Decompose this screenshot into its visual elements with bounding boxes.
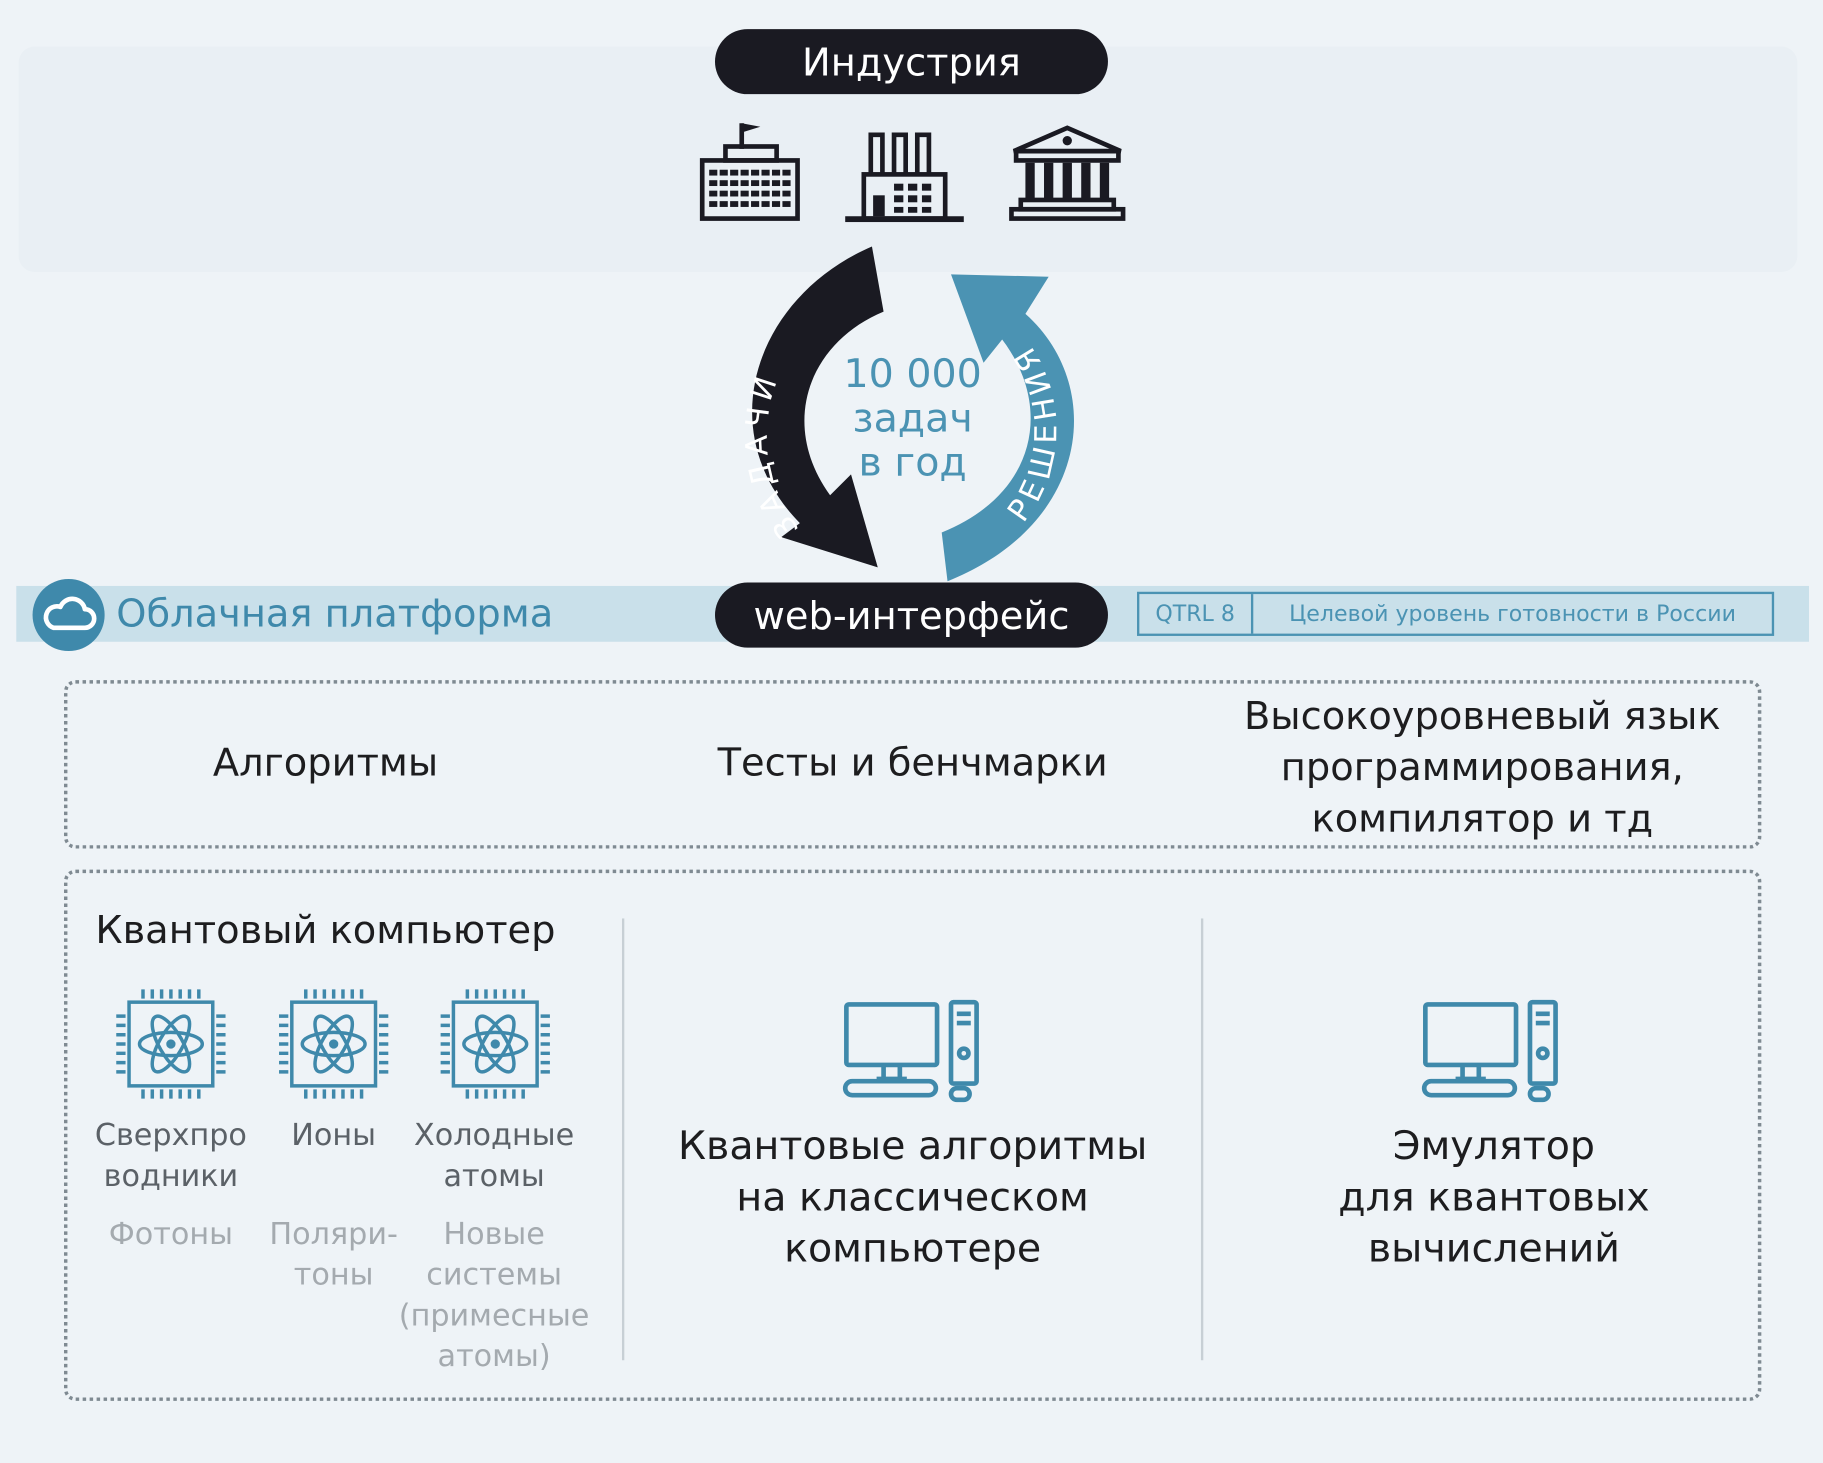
emulator-line: вычислений — [1367, 1225, 1620, 1272]
classical-line: на классическом — [736, 1174, 1089, 1221]
tech-photons: Фотоны — [84, 1215, 258, 1256]
qtrl-level: QTRL 8 — [1139, 594, 1254, 634]
tech-line: водники — [103, 1159, 239, 1194]
column-divider — [1200, 918, 1204, 1361]
tech-ions: Ионы — [258, 1116, 409, 1157]
classical-algorithms-label: Квантовые алгоритмы на классическом комп… — [651, 1121, 1174, 1274]
tasks-count-unit: задач — [852, 395, 973, 442]
tech-superconductors: Сверхпро водники — [84, 1116, 258, 1197]
hardware-layer — [63, 869, 1762, 1401]
emulator-line: Эмулятор — [1392, 1123, 1596, 1170]
tech-line: системы — [426, 1257, 562, 1293]
classical-line: компьютере — [784, 1225, 1042, 1272]
quantum-chip-icon — [116, 989, 226, 1099]
tech-new-systems: Новые системы (примесные атомы) — [389, 1215, 598, 1378]
emulator-label: Эмулятор для квантовых вычислений — [1232, 1121, 1755, 1274]
tech-line: Фотоны — [108, 1217, 234, 1253]
tech-cold-atoms: Холодные атомы — [401, 1116, 587, 1197]
tasks-per-year: 10 000 задач в год — [814, 352, 1012, 485]
qtrl-badge: QTRL 8 Целевой уровень готовности в Росс… — [1137, 591, 1775, 636]
language-line-1: Высокоуровневый язык — [1243, 692, 1721, 739]
column-divider — [621, 918, 625, 1361]
tech-polaritons: Поляри- тоны — [258, 1215, 409, 1296]
tech-line: атомы — [443, 1159, 545, 1194]
tasks-arrow — [752, 246, 884, 568]
tech-line: Холодные — [414, 1118, 575, 1154]
qtrl-description: Целевой уровень готовности в России — [1289, 601, 1736, 627]
tech-line: (примесные — [398, 1298, 590, 1334]
industry-title: Индустрия — [714, 29, 1108, 95]
language-line-2: программирования, — [1280, 744, 1684, 790]
web-interface-button[interactable]: web-интерфейс — [714, 582, 1108, 648]
tech-line: Поляри- — [269, 1217, 398, 1253]
desktop-computer-icon — [1421, 999, 1558, 1103]
tech-line: Ионы — [291, 1118, 377, 1154]
cycle-arrows: ЗАДАЧИ РЕШЕНИЯ — [740, 246, 1075, 582]
software-layer — [63, 680, 1762, 849]
classical-line: Квантовые алгоритмы — [677, 1123, 1148, 1170]
solutions-arrow — [941, 274, 1075, 582]
emulator-line: для квантовых — [1338, 1174, 1650, 1221]
tech-line: Сверхпро — [94, 1118, 247, 1154]
cloud-icon — [32, 578, 105, 652]
desktop-computer-icon — [842, 999, 979, 1103]
algorithms-label: Алгоритмы — [212, 739, 439, 785]
tech-line: Новые — [443, 1217, 545, 1253]
quantum-computer-title: Квантовый компьютер — [95, 906, 556, 953]
tasks-count-value: 10 000 — [843, 351, 982, 398]
tests-benchmarks-label: Тесты и бенчмарки — [717, 739, 1108, 785]
cloud-platform-label: Облачная платформа — [116, 590, 554, 636]
bank-icon — [1009, 125, 1126, 221]
quantum-chip-icon — [279, 989, 389, 1099]
quantum-chip-icon — [440, 989, 550, 1099]
factory-icon — [845, 132, 964, 223]
tech-line: атомы) — [437, 1339, 551, 1375]
language-line-3: компилятор и тд — [1311, 795, 1654, 841]
tech-line: тоны — [293, 1257, 374, 1293]
programming-language-label: Высокоуровневый язык программирования, к… — [1209, 691, 1755, 844]
government-building-icon — [699, 123, 800, 221]
tasks-count-period: в год — [858, 439, 967, 486]
